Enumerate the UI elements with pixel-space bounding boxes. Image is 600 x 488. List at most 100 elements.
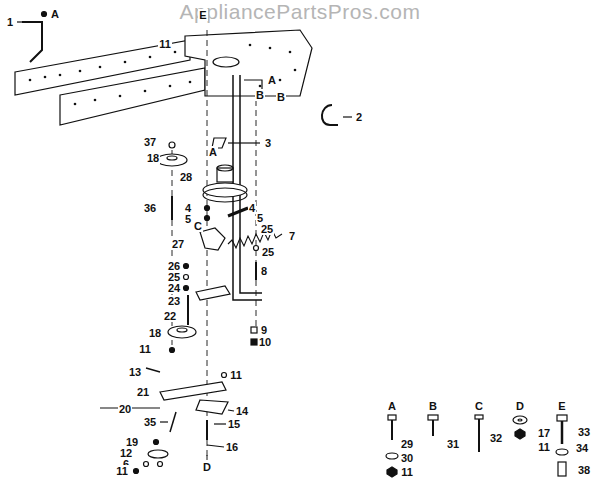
callout-number: 8 xyxy=(260,265,268,277)
frame-holes xyxy=(29,44,297,106)
arm-part xyxy=(160,382,226,400)
plate-part xyxy=(196,286,230,300)
callout-number: 11 xyxy=(400,466,414,478)
callout-number: 24 xyxy=(167,282,181,294)
callout-number: A xyxy=(50,8,60,20)
callout-number: C xyxy=(474,400,484,412)
leader-line xyxy=(228,142,260,143)
callout-number: D xyxy=(515,400,525,412)
spacer-part xyxy=(251,327,257,333)
callout-number: 4 xyxy=(248,202,256,214)
callout-number: 17 xyxy=(537,427,551,439)
arm-part xyxy=(228,208,248,216)
nut-part xyxy=(169,142,175,148)
callout-number: A xyxy=(387,400,397,412)
hook-part xyxy=(22,22,42,62)
callout-number: A xyxy=(208,146,218,158)
pulley-part xyxy=(157,154,187,166)
callout-number: B xyxy=(276,91,286,103)
callout-number: 22 xyxy=(163,310,177,322)
callout-number: E xyxy=(198,9,207,21)
callout-number: 11 xyxy=(115,465,129,477)
pulley-hub xyxy=(177,328,187,332)
watermark: AppliancePartsPros.com xyxy=(179,6,422,18)
bracket-part xyxy=(200,228,225,250)
callout-number: 34 xyxy=(575,442,589,454)
leader-line xyxy=(17,21,22,22)
washer-part xyxy=(158,462,163,467)
pin-part xyxy=(146,368,160,372)
callout-number: 25 xyxy=(261,246,275,258)
pulley-hub xyxy=(167,156,177,160)
leader-line xyxy=(343,116,352,117)
washer-part xyxy=(254,246,259,251)
callout-number: 2 xyxy=(355,111,363,123)
callout-number: 33 xyxy=(577,426,591,438)
washer-part xyxy=(154,440,159,445)
washer-part xyxy=(184,264,189,269)
pulley-hub xyxy=(217,165,233,171)
bolt-part xyxy=(255,262,257,280)
leader-line xyxy=(207,445,224,447)
callout-number: 15 xyxy=(227,418,241,430)
callout-number: 32 xyxy=(489,432,503,444)
lever-part xyxy=(196,400,228,414)
washer-part xyxy=(205,206,210,211)
nut-part xyxy=(222,373,227,378)
callout-number: E xyxy=(557,400,566,412)
callout-number: 38 xyxy=(577,464,591,476)
hardware-key xyxy=(386,415,568,477)
nut-part xyxy=(170,348,175,353)
callout-number: 11 xyxy=(158,38,172,50)
callout-number: 16 xyxy=(225,441,239,453)
callout-number: 27 xyxy=(171,238,185,250)
callout-number: 35 xyxy=(143,416,157,428)
shaft-part xyxy=(206,420,208,440)
callout-number: 18 xyxy=(148,327,162,339)
callout-number: 25 xyxy=(260,223,274,235)
pin-part xyxy=(170,412,176,432)
frame-housing xyxy=(185,30,312,96)
callout-number: 29 xyxy=(400,438,414,450)
callout-number: 5 xyxy=(184,213,192,225)
pulley-part xyxy=(148,450,168,458)
callout-number: 20 xyxy=(118,403,132,415)
callout-number: 9 xyxy=(260,324,268,336)
rod-end xyxy=(42,12,47,17)
frame-hole xyxy=(213,57,239,67)
washer-part xyxy=(144,462,149,467)
nut-part xyxy=(134,469,139,474)
leader-line xyxy=(214,423,226,424)
callout-number: 28 xyxy=(179,171,193,183)
callout-number: 36 xyxy=(143,202,157,214)
callout-number: 1 xyxy=(6,16,14,28)
callout-number: 3 xyxy=(264,137,272,149)
shaft-part xyxy=(187,295,189,325)
callout-number: 31 xyxy=(446,438,460,450)
axis-line xyxy=(207,455,208,460)
callout-number: 37 xyxy=(143,136,157,148)
callout-number: 13 xyxy=(128,366,142,378)
hook-part xyxy=(322,105,338,125)
callout-number: 18 xyxy=(146,152,160,164)
callout-number: 7 xyxy=(288,230,296,242)
shift-rod xyxy=(240,75,262,293)
washer-part xyxy=(205,216,210,221)
spacer-part xyxy=(251,339,257,345)
callout-number: 11 xyxy=(229,369,243,381)
callout-number: 10 xyxy=(258,336,272,348)
callout-number: 30 xyxy=(400,452,414,464)
callout-number: B xyxy=(255,89,265,101)
washer-part xyxy=(184,286,189,291)
leader-line xyxy=(228,410,234,411)
washer-part xyxy=(184,275,189,280)
callout-number: C xyxy=(193,220,203,232)
callout-number: A xyxy=(267,74,277,86)
pulley-part xyxy=(203,188,247,202)
callout-number: 21 xyxy=(136,386,150,398)
callout-number: 23 xyxy=(167,295,181,307)
bolt-part xyxy=(171,196,173,220)
callout-number: D xyxy=(202,461,212,473)
